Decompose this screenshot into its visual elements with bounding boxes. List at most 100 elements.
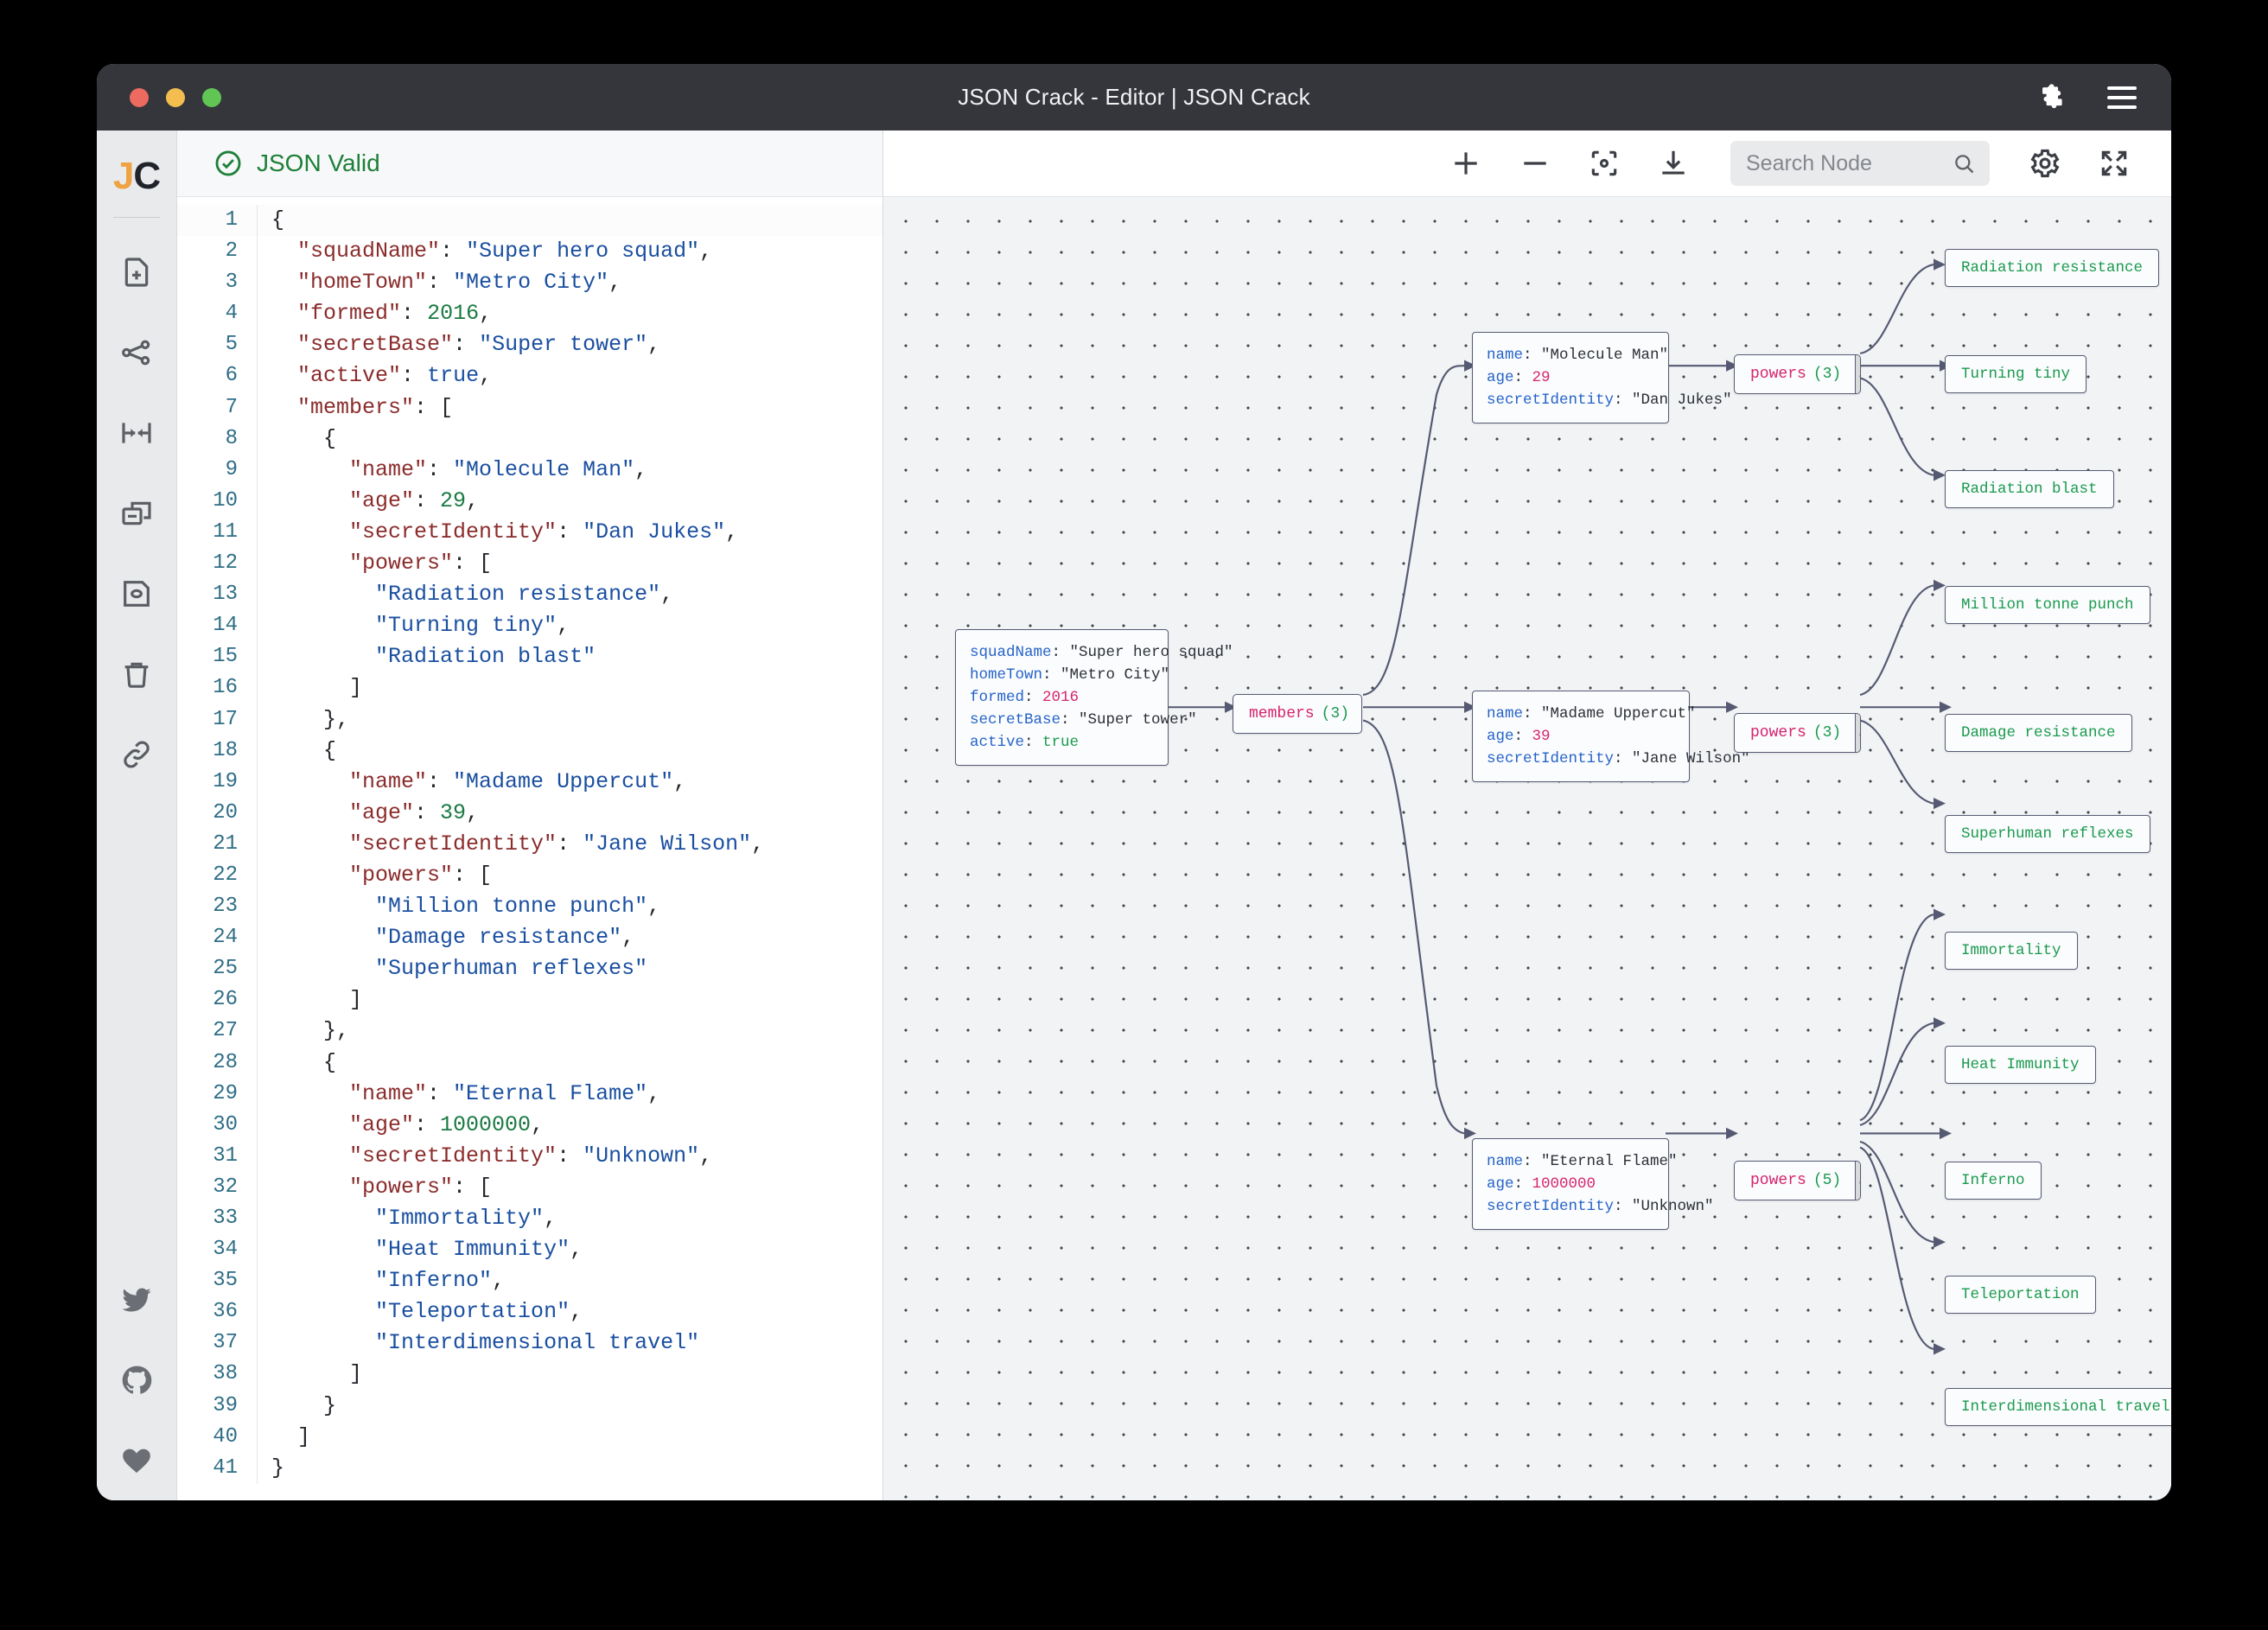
graph-toolbar [883,131,2171,197]
line-number: 26 [177,984,257,1016]
code-token: , [647,332,660,357]
sidebar-item-delete[interactable] [97,634,177,714]
puzzle-piece-icon[interactable] [2036,83,2066,112]
code-line: 14 "Turning tiny", [177,610,882,641]
code-line-text: ] [258,984,362,1016]
sidebar-item-collapse[interactable] [97,392,177,473]
sidebar-item-share[interactable] [97,312,177,392]
hamburger-line [2107,96,2137,99]
node-row: secretIdentity: "Jane Wilson" [1487,748,1675,770]
settings-button[interactable] [2026,144,2064,182]
code-token [271,582,375,607]
hamburger-menu-icon[interactable] [2107,86,2137,109]
sidebar-item-copy-link[interactable] [97,714,177,794]
line-number: 37 [177,1328,257,1359]
node-link-button[interactable] [1855,714,1861,752]
code-editor[interactable]: 1{2 "squadName": "Super hero squad",3 "h… [177,197,882,1500]
line-number: 31 [177,1141,257,1172]
code-line-text: "secretIdentity": "Jane Wilson", [258,829,764,860]
node-link-button[interactable] [1855,1162,1861,1200]
graph-leaf-node[interactable]: Radiation resistance [1945,249,2159,287]
graph-leaf-node[interactable]: Inferno [1945,1162,2042,1200]
code-token: "Immortality" [375,1206,544,1231]
code-token: , [699,239,712,264]
sidebar-item-save[interactable] [97,553,177,634]
graph-leaf-node[interactable]: Damage resistance [1945,714,2132,752]
sidebar-item-minimize-nodes[interactable] [97,473,177,553]
graph-node-powers-2[interactable]: powers (3) [1734,713,1861,753]
graph-leaf-node[interactable]: Superhuman reflexes [1945,815,2150,853]
code-token [271,488,349,513]
sidebar-item-twitter[interactable] [97,1259,177,1340]
graph-leaf-node[interactable]: Turning tiny [1945,355,2086,393]
graph-leaf-node[interactable]: Radiation blast [1945,470,2114,508]
sidebar-item-support[interactable] [97,1420,177,1500]
code-line-text: "Radiation resistance", [258,579,673,610]
code-token: : [401,363,427,388]
search-input[interactable] [1746,151,1936,176]
code-token: : [557,831,583,856]
graph-canvas[interactable]: squadName: "Super hero squad" homeTown: … [883,197,2171,1500]
node-colon: : [1523,1153,1541,1170]
code-line: 26 ] [177,984,882,1016]
app-logo[interactable]: JC [113,144,160,217]
code-token [271,270,297,295]
graph-leaf-node[interactable]: Teleportation [1945,1276,2096,1314]
node-colon: : [1614,392,1632,409]
graph-leaf-node[interactable]: Million tonne punch [1945,586,2150,624]
center-view-button[interactable] [1585,144,1623,182]
graph-node-root[interactable]: squadName: "Super hero squad" homeTown: … [955,629,1169,766]
code-token [271,519,349,544]
search-node-box[interactable] [1730,141,1990,186]
graph-leaf-node[interactable]: Interdimensional travel [1945,1388,2171,1426]
node-key: name [1487,1153,1523,1170]
maximize-window-button[interactable] [202,88,221,107]
node-key: homeTown [970,666,1042,684]
graph-node-member-1[interactable]: name: "Molecule Man" age: 29 secretIdent… [1472,332,1669,423]
code-token: "Turning tiny" [375,613,557,638]
line-number: 12 [177,548,257,579]
code-line: 24 "Damage resistance", [177,922,882,953]
graph-leaf-node[interactable]: Immortality [1945,932,2078,970]
download-button[interactable] [1654,144,1692,182]
fullscreen-button[interactable] [2095,144,2133,182]
sidebar-item-new-file[interactable] [97,232,177,312]
code-line: 7 "members": [ [177,392,882,423]
line-number: 8 [177,423,257,455]
code-line: 35 "Inferno", [177,1265,882,1296]
zoom-out-button[interactable] [1516,144,1554,182]
code-line-text: "Radiation blast" [258,641,596,672]
zoom-in-button[interactable] [1447,144,1485,182]
collapse-arrows-icon [119,416,154,450]
graph-node-member-3[interactable]: name: "Eternal Flame" age: 1000000 secre… [1472,1138,1669,1230]
code-token: "Radiation blast" [375,644,596,669]
code-token: : [414,1112,440,1137]
code-token: "name" [349,769,427,794]
close-window-button[interactable] [130,88,149,107]
code-line: 10 "age": 29, [177,486,882,517]
node-value: "Eternal Flame" [1541,1153,1678,1170]
code-token [271,769,349,794]
code-line: 38 ] [177,1359,882,1390]
code-token: "age" [349,488,414,513]
graph-node-powers-1[interactable]: powers (3) [1734,354,1861,394]
line-number: 34 [177,1234,257,1265]
code-token: { [271,426,336,451]
logo-letter-c: C [133,155,160,197]
node-link-button[interactable] [1855,355,1861,393]
left-sidebar: JC [97,131,177,1500]
minimize-window-button[interactable] [166,88,185,107]
code-line-text: "Heat Immunity", [258,1234,583,1265]
code-token [271,925,375,950]
graph-leaf-node[interactable]: Heat Immunity [1945,1046,2096,1084]
code-token: "Million tonne punch" [375,894,647,919]
code-token: , [466,800,479,825]
graph-node-powers-3[interactable]: powers (5) [1734,1161,1861,1200]
graph-node-member-2[interactable]: name: "Madame Uppercut" age: 39 secretId… [1472,691,1690,782]
sidebar-item-github[interactable] [97,1340,177,1420]
code-line: 6 "active": true, [177,360,882,392]
code-token: , [647,894,660,919]
duplicate-window-icon [119,496,154,531]
graph-node-members[interactable]: members (3) [1233,694,1362,734]
code-token [271,457,349,482]
